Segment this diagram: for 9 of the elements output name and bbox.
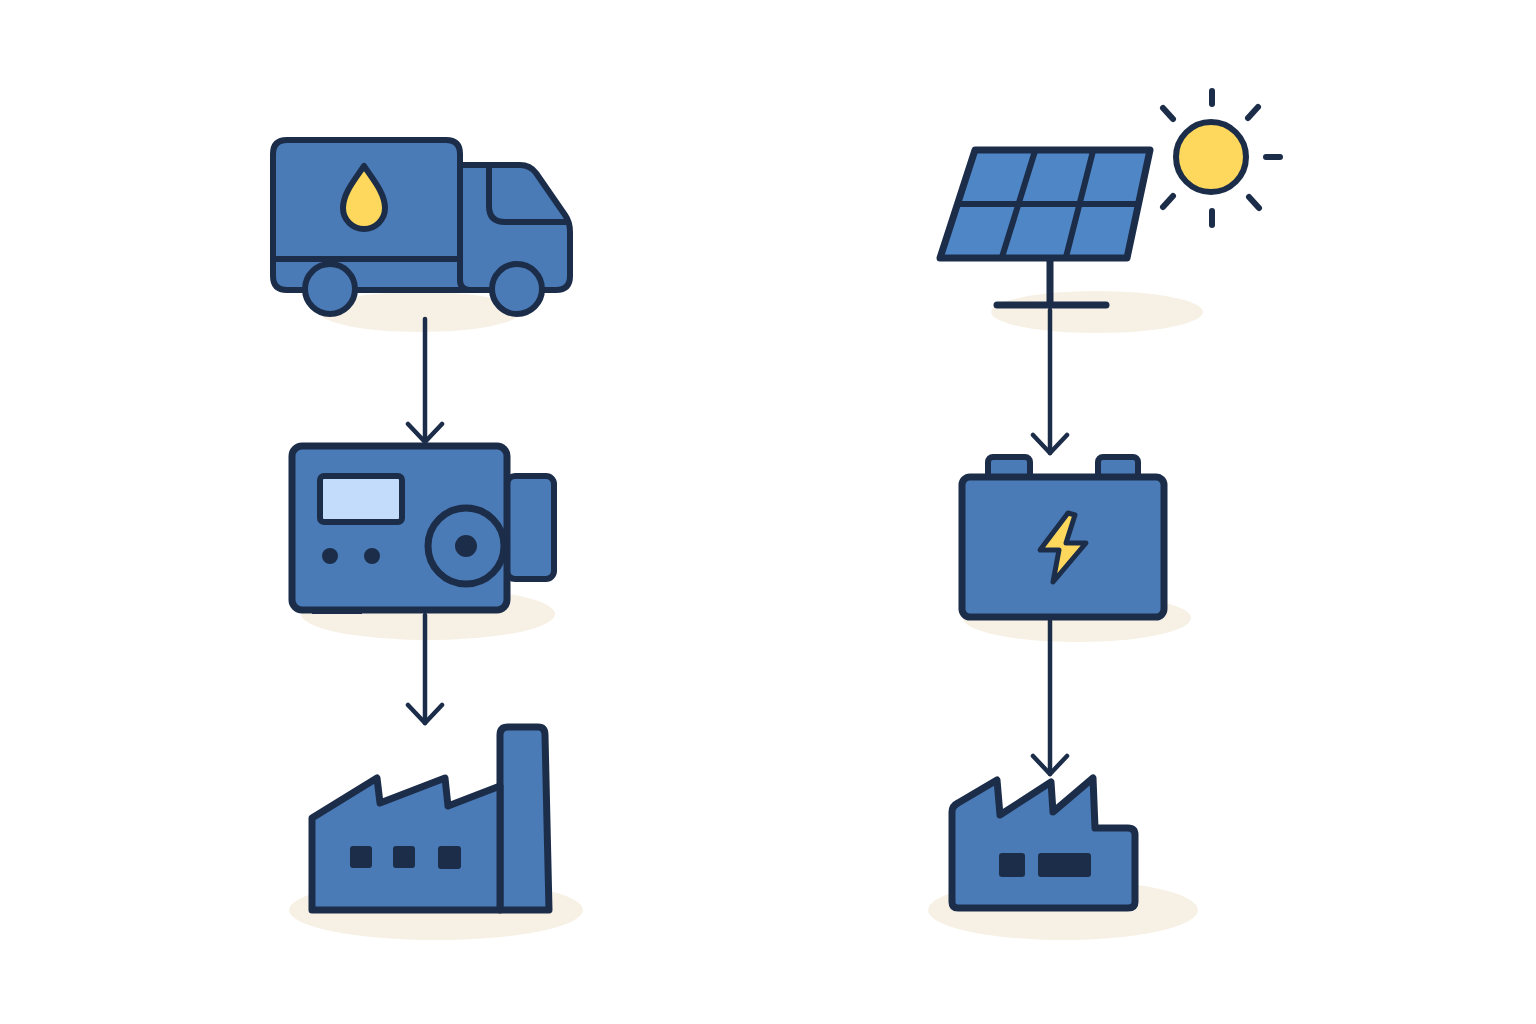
- fuel-truck-drawing: [269, 136, 575, 319]
- arrow: [405, 612, 445, 726]
- generator-drawing: [288, 442, 558, 615]
- factory-drawing: [948, 774, 1139, 912]
- solar-panel-drawing: [935, 146, 1155, 310]
- arrow: [1030, 307, 1070, 456]
- arrow: [405, 316, 445, 445]
- factory-drawing: [307, 723, 554, 914]
- battery-drawing: [958, 453, 1168, 621]
